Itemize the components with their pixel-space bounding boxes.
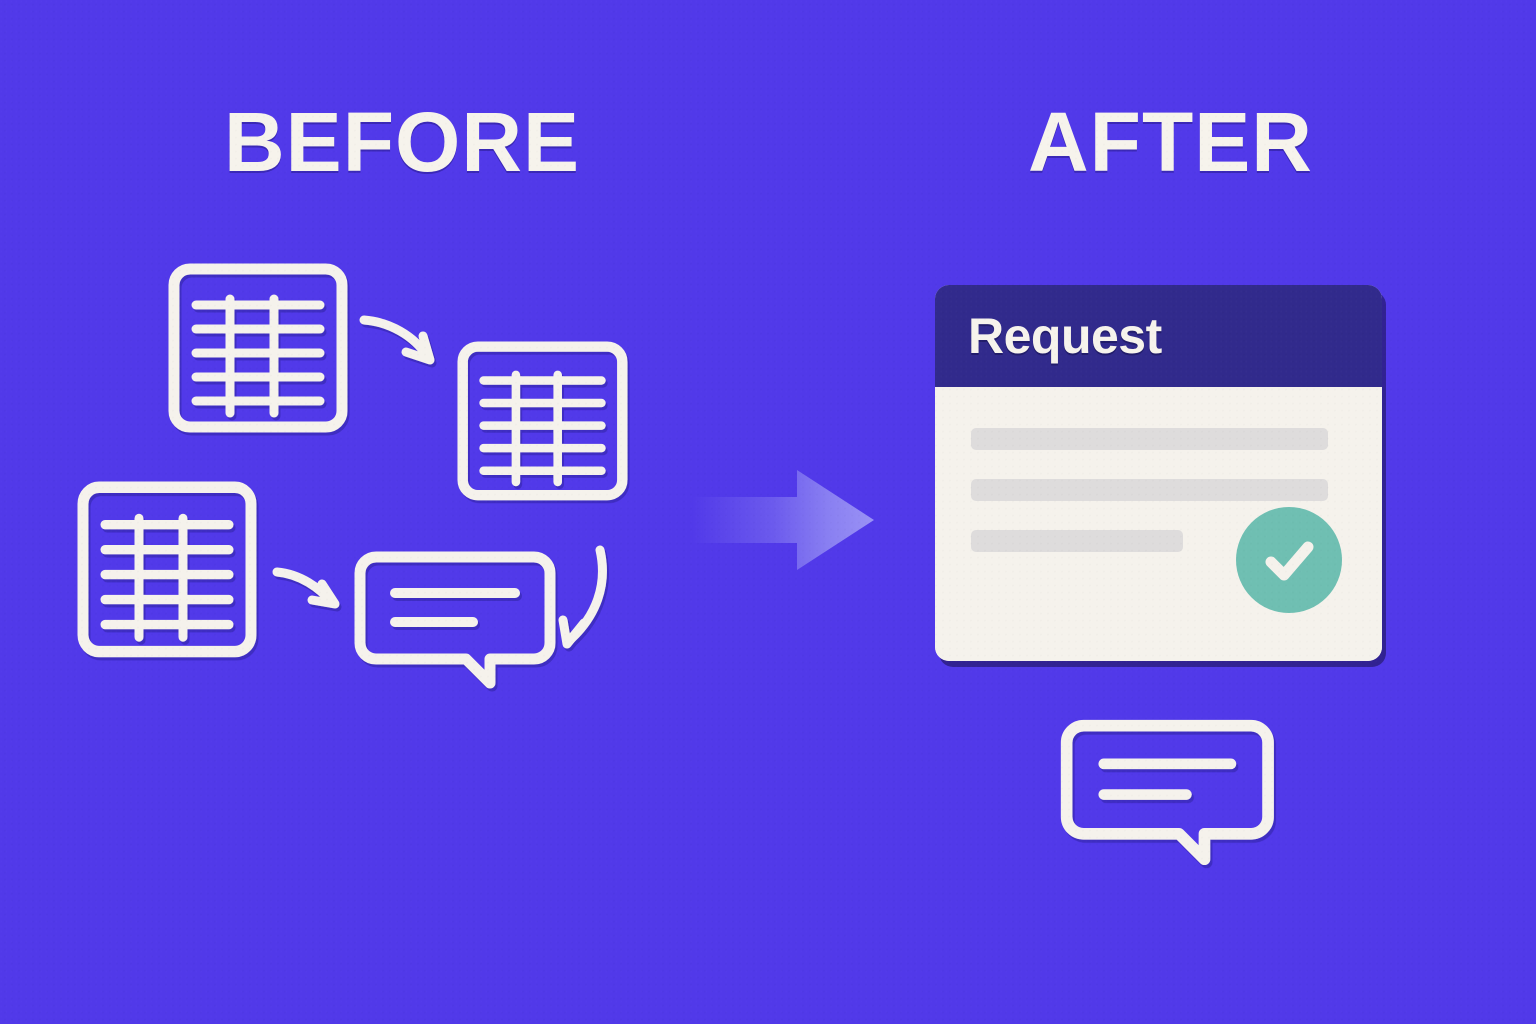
page-title-after: AFTER	[1028, 95, 1313, 189]
request-card-header: Request	[935, 285, 1382, 387]
table-icon-2	[463, 347, 623, 496]
table-icon-1	[174, 269, 342, 427]
speech-bubble-icon-after	[1067, 726, 1268, 860]
curved-arrow-1	[359, 315, 435, 365]
request-card-body	[935, 387, 1382, 661]
request-card[interactable]: Request	[935, 285, 1382, 661]
curved-arrow-3	[558, 545, 607, 649]
field-bar-3[interactable]	[971, 530, 1183, 552]
speech-bubble-icon-before	[360, 557, 550, 683]
check-circle-icon	[1265, 541, 1314, 581]
curved-arrow-2	[272, 567, 340, 609]
success-check-badge	[1236, 507, 1342, 613]
request-card-title: Request	[968, 308, 1162, 364]
table-icon-3	[83, 487, 251, 651]
field-bar-1[interactable]	[971, 428, 1328, 450]
page-title-before: BEFORE	[224, 95, 581, 189]
field-bar-2[interactable]	[971, 479, 1328, 501]
transition-arrow	[692, 470, 874, 570]
